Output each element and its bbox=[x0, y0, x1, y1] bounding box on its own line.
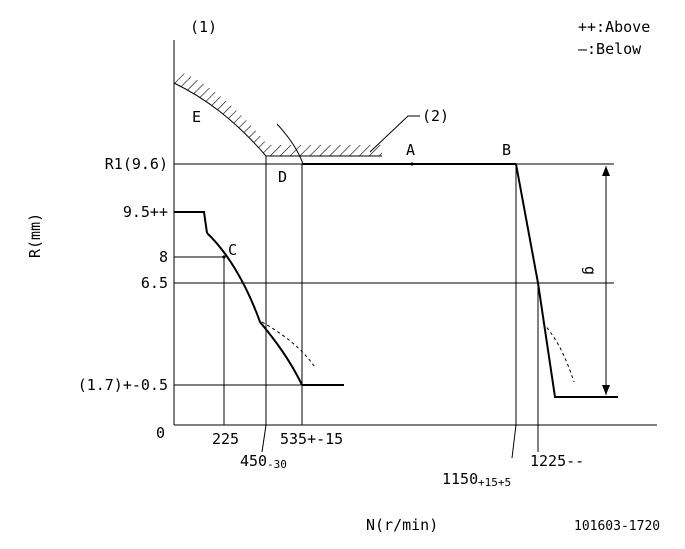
tick-450 bbox=[261, 424, 267, 453]
ref-marker-1: (1) bbox=[190, 18, 217, 36]
curve-d bbox=[276, 123, 304, 165]
x-label-1225: 1225-- bbox=[530, 452, 584, 470]
ref-marker-2: (2) bbox=[422, 107, 449, 125]
point-label-a: A bbox=[406, 141, 415, 159]
tick-1150 bbox=[511, 424, 517, 459]
point-label-d: D bbox=[278, 168, 287, 186]
x-label-450: 450 bbox=[240, 452, 267, 470]
x-label-225: 225 bbox=[212, 430, 239, 448]
y-label-r65: 6.5 bbox=[141, 274, 168, 292]
dashed-curve-low bbox=[261, 321, 315, 367]
legend-above: ++:Above bbox=[578, 18, 650, 36]
point-label-e: E bbox=[192, 108, 201, 126]
y-label-r1: R1(9.6) bbox=[105, 155, 168, 173]
gap-arrow-top bbox=[602, 166, 610, 176]
stop-boundary-line bbox=[173, 82, 382, 157]
leader-line-2 bbox=[369, 115, 420, 153]
gap-label: g bbox=[581, 266, 599, 275]
x-label-1150: 1150 bbox=[442, 470, 478, 488]
x-label-535: 535+-15 bbox=[280, 430, 343, 448]
hatch-fill-flat bbox=[266, 145, 382, 156]
legend-below: —:Below bbox=[578, 40, 642, 58]
point-label-b: B bbox=[502, 141, 511, 159]
start-curve-body bbox=[206, 232, 303, 386]
hatch-fill-slope bbox=[174, 72, 266, 156]
x-label-450-sub: -30 bbox=[267, 458, 287, 471]
gap-arrow-bottom bbox=[602, 385, 610, 395]
y-axis-title: R(mm) bbox=[26, 213, 44, 258]
dashed-curve-high bbox=[542, 322, 575, 383]
y-label-r8: 8 bbox=[159, 248, 168, 266]
start-curve-top bbox=[174, 211, 208, 234]
x-axis-title: N(r/min) bbox=[366, 516, 438, 534]
droop-line bbox=[515, 163, 618, 398]
y-label-r95: 9.5++ bbox=[123, 203, 168, 221]
point-label-c: C bbox=[228, 241, 237, 259]
figure-id: 101603-1720 bbox=[574, 519, 660, 534]
point-a-dot bbox=[410, 162, 414, 166]
origin-label: 0 bbox=[156, 424, 165, 442]
point-c-dot bbox=[222, 255, 226, 259]
x-label-1150-sub: +15+5 bbox=[478, 476, 511, 489]
y-label-r17: (1.7)+-0.5 bbox=[78, 376, 168, 394]
